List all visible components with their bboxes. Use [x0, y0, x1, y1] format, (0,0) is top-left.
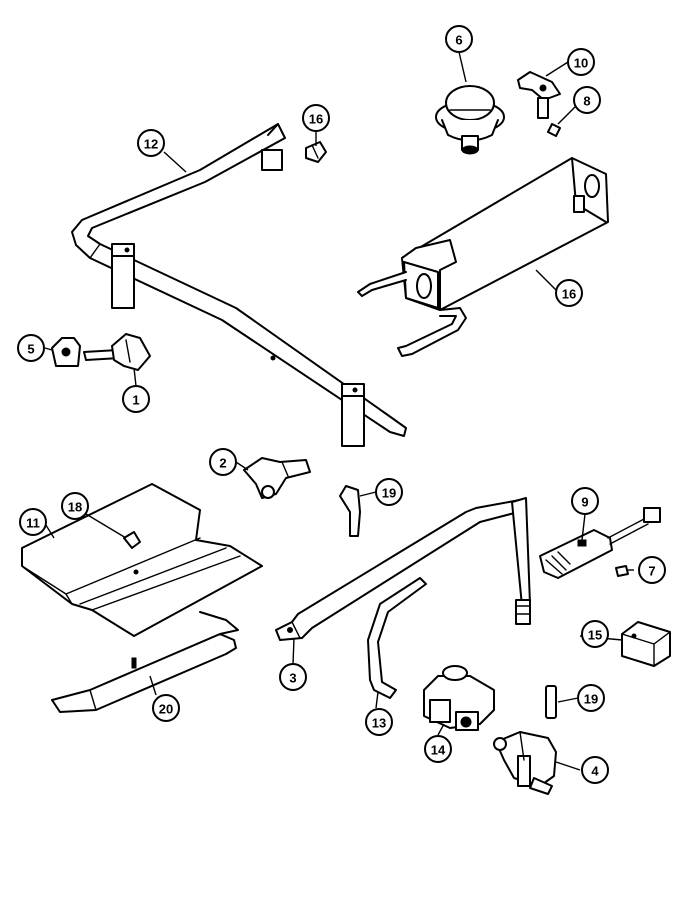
callout-label: 10: [574, 56, 588, 71]
callout-label: 12: [144, 137, 158, 152]
burner-box-assembly: [357, 157, 609, 357]
callout-3: 3: [279, 663, 307, 691]
callout-label: 9: [581, 495, 588, 510]
igniter-module: [539, 507, 661, 579]
support-bar: [51, 611, 239, 713]
screw-8: [547, 123, 561, 137]
callout-19-upper: 19: [375, 478, 403, 506]
callout-18: 18: [61, 492, 89, 520]
manifold-bar: [71, 123, 407, 447]
callout-16: 16: [555, 279, 583, 307]
callout-label: 20: [159, 702, 173, 717]
tube-piece-upper: [339, 485, 361, 537]
callout-label: 19: [382, 486, 396, 501]
callout-2: 2: [209, 448, 237, 476]
callout-label: 18: [68, 500, 82, 515]
callout-label: 3: [289, 671, 296, 686]
mounting-bracket: [517, 71, 561, 119]
callout-5: 5: [17, 334, 45, 362]
callout-4: 4: [581, 756, 609, 784]
heat-shield-plate: [21, 483, 263, 637]
burner-tube: [275, 497, 531, 641]
callout-1: 1: [122, 385, 150, 413]
tube-piece-lower: [545, 685, 557, 719]
callout-label: 15: [588, 628, 602, 643]
callout-label: 16: [309, 112, 323, 127]
callout-label: 1: [132, 393, 139, 408]
pressure-regulator: [423, 665, 495, 731]
callout-label: 2: [219, 456, 226, 471]
callout-label: 14: [431, 743, 446, 758]
callout-6: 6: [445, 25, 473, 53]
callout-label: 7: [648, 564, 655, 579]
callout-14: 14: [424, 735, 452, 763]
callout-label: 16: [562, 287, 576, 302]
callout-20: 20: [152, 694, 180, 722]
callout-17: 16: [302, 104, 330, 132]
bracket-clip: [243, 457, 311, 499]
callout-7: 7: [638, 556, 666, 584]
callout-label: 11: [26, 516, 40, 531]
spring-clip: [123, 531, 141, 549]
screw-7: [615, 565, 629, 577]
callout-label: 19: [584, 692, 598, 707]
spark-module: [621, 621, 671, 667]
gas-valve: [493, 731, 557, 795]
callout-label: 8: [583, 94, 590, 109]
callout-label: 4: [591, 764, 599, 779]
callout-13: 13: [365, 708, 393, 736]
lock-nut: [51, 337, 81, 367]
callout-15: 15: [581, 620, 609, 648]
callout-10: 10: [567, 48, 595, 76]
callout-label: 6: [455, 33, 462, 48]
callout-12: 12: [137, 129, 165, 157]
valve-rod: [83, 333, 151, 371]
burner-head: [435, 85, 505, 155]
callout-8: 8: [573, 86, 601, 114]
callout-label: 13: [372, 716, 386, 731]
flex-tube: [367, 577, 427, 699]
orifice: [305, 141, 327, 163]
callout-9: 9: [571, 487, 599, 515]
callout-11: 11: [19, 508, 47, 536]
callout-label: 5: [27, 342, 34, 357]
callout-19-lower: 19: [577, 684, 605, 712]
